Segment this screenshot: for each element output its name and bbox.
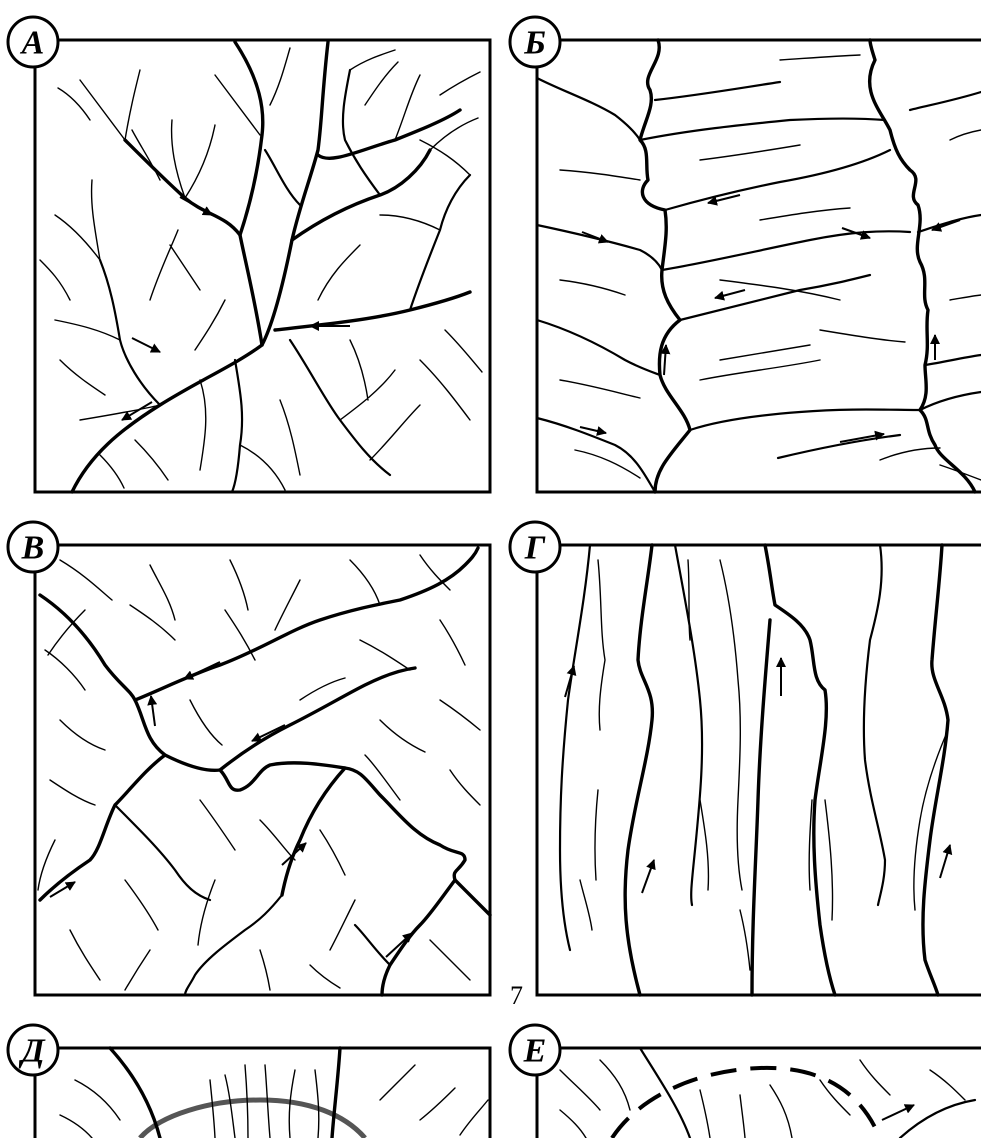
panel-d-frame: [35, 1048, 490, 1138]
panel-a-dendritic: А: [8, 17, 490, 492]
panel-e-frame: [537, 1048, 981, 1138]
panel-v-rivers: [38, 548, 490, 995]
panel-e-rivers: [560, 1048, 975, 1138]
panel-a-rivers: [40, 42, 482, 492]
panel-d-rivers: [60, 1048, 488, 1138]
panel-v-label: В: [21, 530, 45, 567]
panel-e-label: Е: [523, 1033, 547, 1070]
panel-b-trellis: Б: [510, 17, 981, 492]
panel-b-label: Б: [523, 25, 546, 62]
panel-d-radial: Д: [8, 1025, 490, 1138]
panel-a-label: А: [20, 25, 45, 62]
panel-e-annular: Е: [510, 1025, 981, 1138]
panel-g-parallel: Г: [510, 522, 981, 995]
panel-d-label: Д: [18, 1033, 46, 1070]
panel-b-rivers: [537, 40, 981, 492]
panel-v-rectangular: В: [8, 522, 490, 995]
page-number: 7: [510, 981, 523, 1010]
panel-g-label: Г: [524, 530, 546, 567]
panel-e-dashed-circle: [612, 1068, 880, 1138]
panel-g-rivers: [560, 545, 950, 995]
